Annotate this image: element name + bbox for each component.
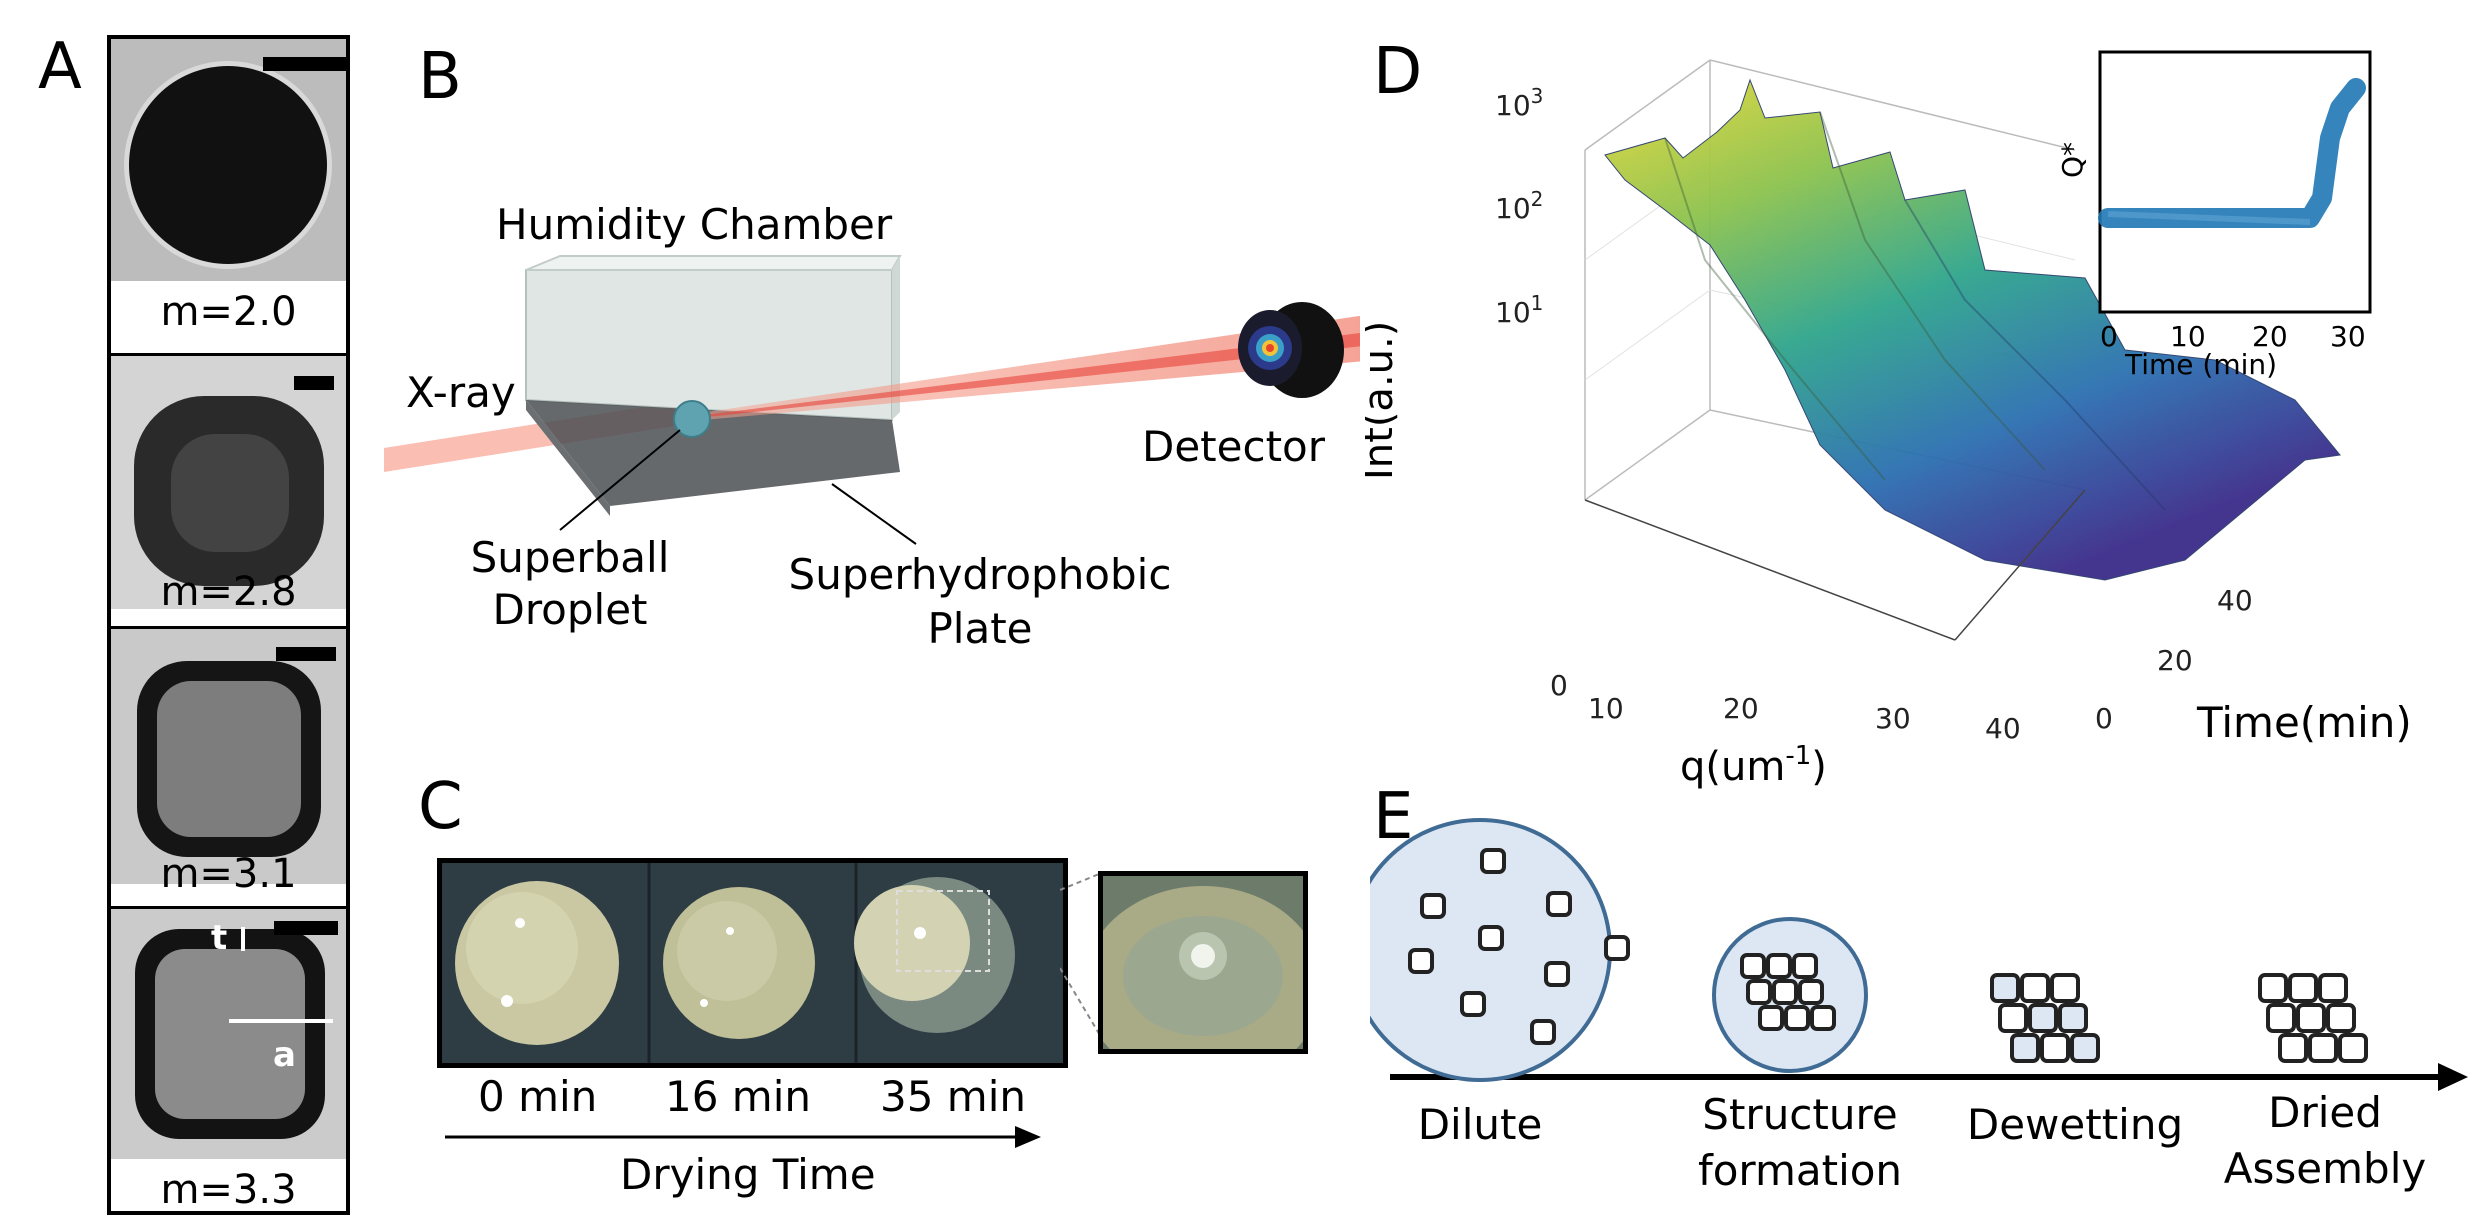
divider [111, 353, 346, 356]
drying-sequence-images [437, 858, 1068, 1068]
time-tick: 20 [2157, 644, 2193, 677]
panel-d-3d-surface-plot: 103 102 101 Int(a.u.) 0 10 20 30 40 q(um… [1365, 59, 2412, 790]
shape-parameter-caption: m=2.0 [160, 289, 297, 335]
shape-parameter-caption: m=2.8 [160, 569, 297, 615]
panel-label-a: A [38, 30, 82, 104]
shape-parameter-caption: m=3.3 [160, 1167, 297, 1213]
scale-bar [263, 57, 346, 71]
stage-label-dilute: Dilute [1417, 1100, 1543, 1149]
droplet-16-min [663, 887, 815, 1039]
label-t: t [211, 918, 227, 958]
dewetting-cluster [1990, 973, 2100, 1063]
time-label-35: 35 min [880, 1072, 1026, 1121]
panel-a-micrographs: m=2.0 m=2.8 m=3.1 t a m=3.3 [107, 35, 350, 1215]
zoom-region [896, 890, 990, 972]
stage-label-dewetting: Dewetting [1966, 1100, 2184, 1149]
micrograph-hollow-cube [111, 629, 346, 884]
zoomed-droplet-surface [1098, 871, 1308, 1054]
y-tick-1e2: 102 [1495, 187, 1543, 225]
y-tick-1e3: 103 [1495, 84, 1543, 122]
x-tick: 0 [1550, 669, 1568, 702]
time-tick: 0 [2095, 702, 2113, 735]
label-humidity-chamber: Humidity Chamber [496, 200, 893, 249]
x-tick: 40 [1985, 712, 2021, 745]
scale-bar [276, 647, 336, 661]
scale-bar [274, 921, 338, 935]
panel-label-d: D [1373, 35, 1423, 109]
inset-x-label: Time (min) [2124, 348, 2277, 378]
time-axis-label: Time(min) [2196, 698, 2412, 747]
panel-label-c: C [418, 770, 463, 844]
label-xray: X-ray [406, 368, 516, 417]
micrograph-hollow-cube-annotated: t a [111, 909, 346, 1159]
time-label-16: 16 min [665, 1072, 811, 1121]
scale-bar [294, 376, 334, 390]
divider [111, 906, 346, 909]
xray-beam-scattered [680, 315, 1360, 422]
x-axis-label: q(um-1) [1680, 741, 1827, 790]
panel-e-assembly-stages [1370, 818, 2468, 1091]
intensity-surface [1604, 78, 2341, 581]
y-axis-label: Int(a.u.) [1365, 321, 1402, 480]
detector-icon [1238, 302, 1344, 398]
micrograph-sphere [111, 39, 346, 281]
drying-time-label: Drying Time [620, 1150, 876, 1199]
droplet-0-min [455, 881, 619, 1045]
y-tick-1e1: 101 [1495, 291, 1543, 329]
panel-b-setup-diagram [384, 255, 1360, 545]
superball-droplet [673, 400, 711, 438]
drying-time-arrow [445, 1126, 1041, 1148]
droplet-35-min [854, 877, 1015, 1033]
x-tick: 20 [1723, 692, 1759, 725]
inset-q-star-plot: Q* 0 10 20 30 Time (min) [2056, 50, 2372, 378]
dried-assembly-cluster [2258, 973, 2368, 1063]
inset-x-tick: 0 [2100, 320, 2118, 353]
x-tick: 10 [1588, 692, 1624, 725]
time-label-0: 0 min [478, 1072, 598, 1121]
inset-y-label: Q* [2056, 142, 2089, 178]
inset-x-tick: 10 [2170, 320, 2206, 353]
label-detector: Detector [1142, 422, 1326, 471]
shape-parameter-caption: m=3.1 [160, 851, 297, 897]
panel-label-b: B [418, 40, 462, 114]
inset-x-tick: 20 [2252, 320, 2288, 353]
inset-x-tick: 30 [2330, 320, 2366, 353]
x-tick: 30 [1875, 702, 1911, 735]
micrograph-rounded-cube [111, 356, 346, 609]
divider [111, 626, 346, 629]
label-a: a [273, 1035, 296, 1075]
time-tick: 40 [2217, 584, 2253, 617]
zoom-connectors [1060, 871, 1105, 1043]
